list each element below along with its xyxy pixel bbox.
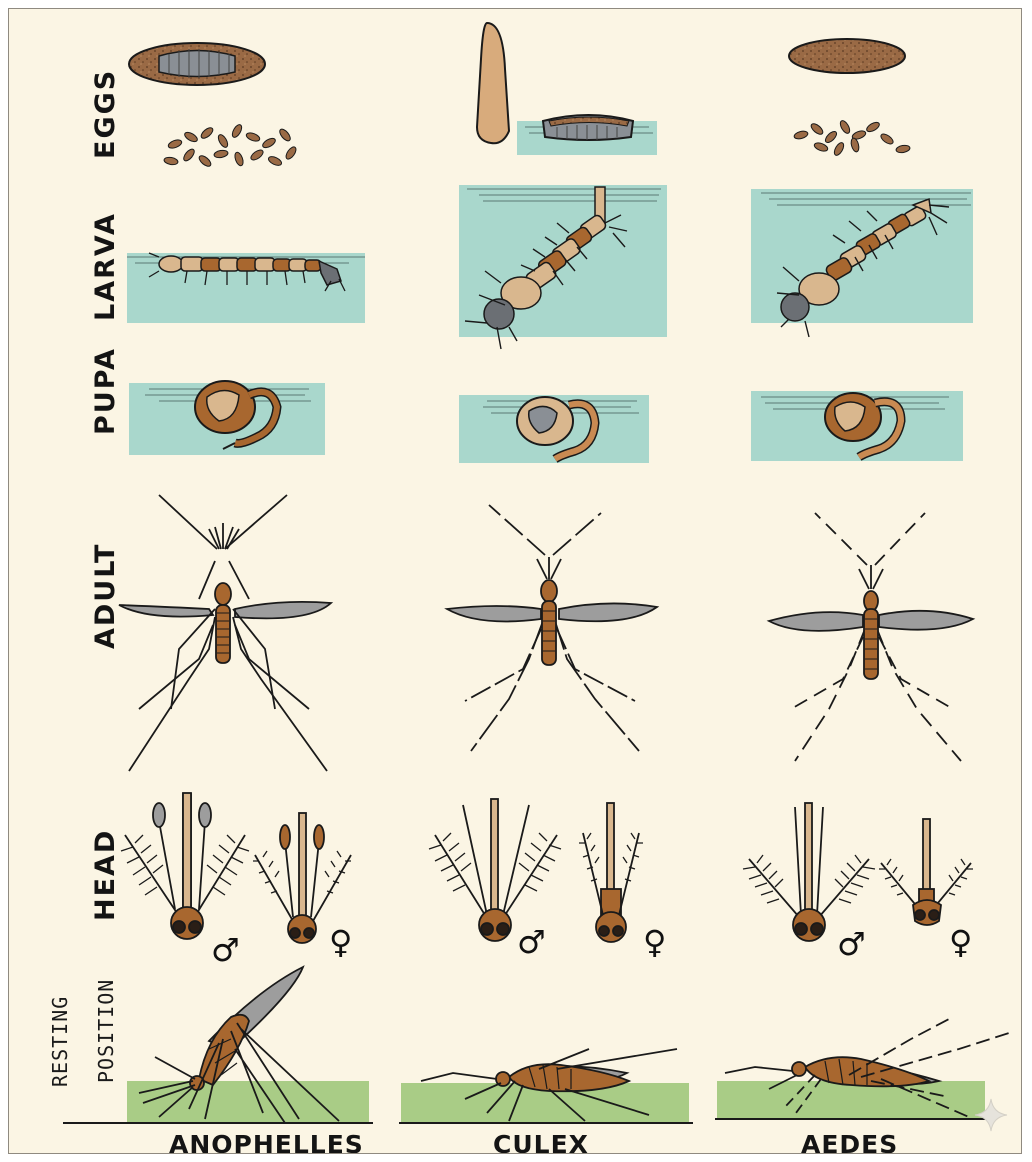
species-anopheles: ANOPHELLES bbox=[169, 1130, 364, 1154]
label-head: HEAD bbox=[90, 829, 121, 921]
culex-head-female bbox=[579, 803, 643, 942]
male-symbol: ♂ bbox=[211, 931, 240, 969]
label-eggs: EGGS bbox=[90, 69, 121, 159]
culex-head-male bbox=[429, 799, 561, 941]
male-symbol: ♂ bbox=[517, 923, 546, 961]
aedes-pupa bbox=[751, 391, 963, 461]
aedes-ground bbox=[717, 1081, 985, 1119]
anopheles-pupa bbox=[129, 381, 325, 455]
female-symbol: ♀ bbox=[643, 923, 666, 961]
label-adult: ADULT bbox=[90, 543, 121, 649]
culex-adult bbox=[447, 505, 657, 751]
male-symbol: ♂ bbox=[837, 925, 866, 963]
aedes-head-female bbox=[879, 819, 973, 925]
aedes-eggs bbox=[789, 39, 911, 157]
diagram-frame: EGGS LARVA PUPA ADULT HEAD RESTING POSIT… bbox=[8, 8, 1022, 1154]
anopheles-head-male bbox=[121, 793, 249, 939]
anopheles-eggs bbox=[129, 43, 298, 168]
label-pupa: PUPA bbox=[90, 347, 121, 435]
culex-larva bbox=[459, 185, 667, 349]
female-symbol: ♀ bbox=[949, 923, 972, 961]
species-aedes: AEDES bbox=[801, 1130, 898, 1154]
aedes-adult bbox=[769, 513, 973, 761]
aedes-larva bbox=[751, 189, 973, 337]
aedes-head-male bbox=[743, 803, 875, 941]
label-resting: RESTING bbox=[48, 996, 72, 1087]
species-culex: CULEX bbox=[493, 1130, 589, 1154]
female-symbol: ♀ bbox=[329, 923, 352, 961]
culex-eggs bbox=[477, 23, 657, 155]
anopheles-larva bbox=[127, 253, 365, 323]
anopheles-adult bbox=[119, 495, 331, 771]
culex-pupa bbox=[459, 395, 649, 463]
label-position: POSITION bbox=[94, 979, 118, 1083]
label-larva: LARVA bbox=[90, 212, 121, 321]
mosquito-life-cycle-diagram: EGGS LARVA PUPA ADULT HEAD RESTING POSIT… bbox=[9, 9, 1022, 1154]
